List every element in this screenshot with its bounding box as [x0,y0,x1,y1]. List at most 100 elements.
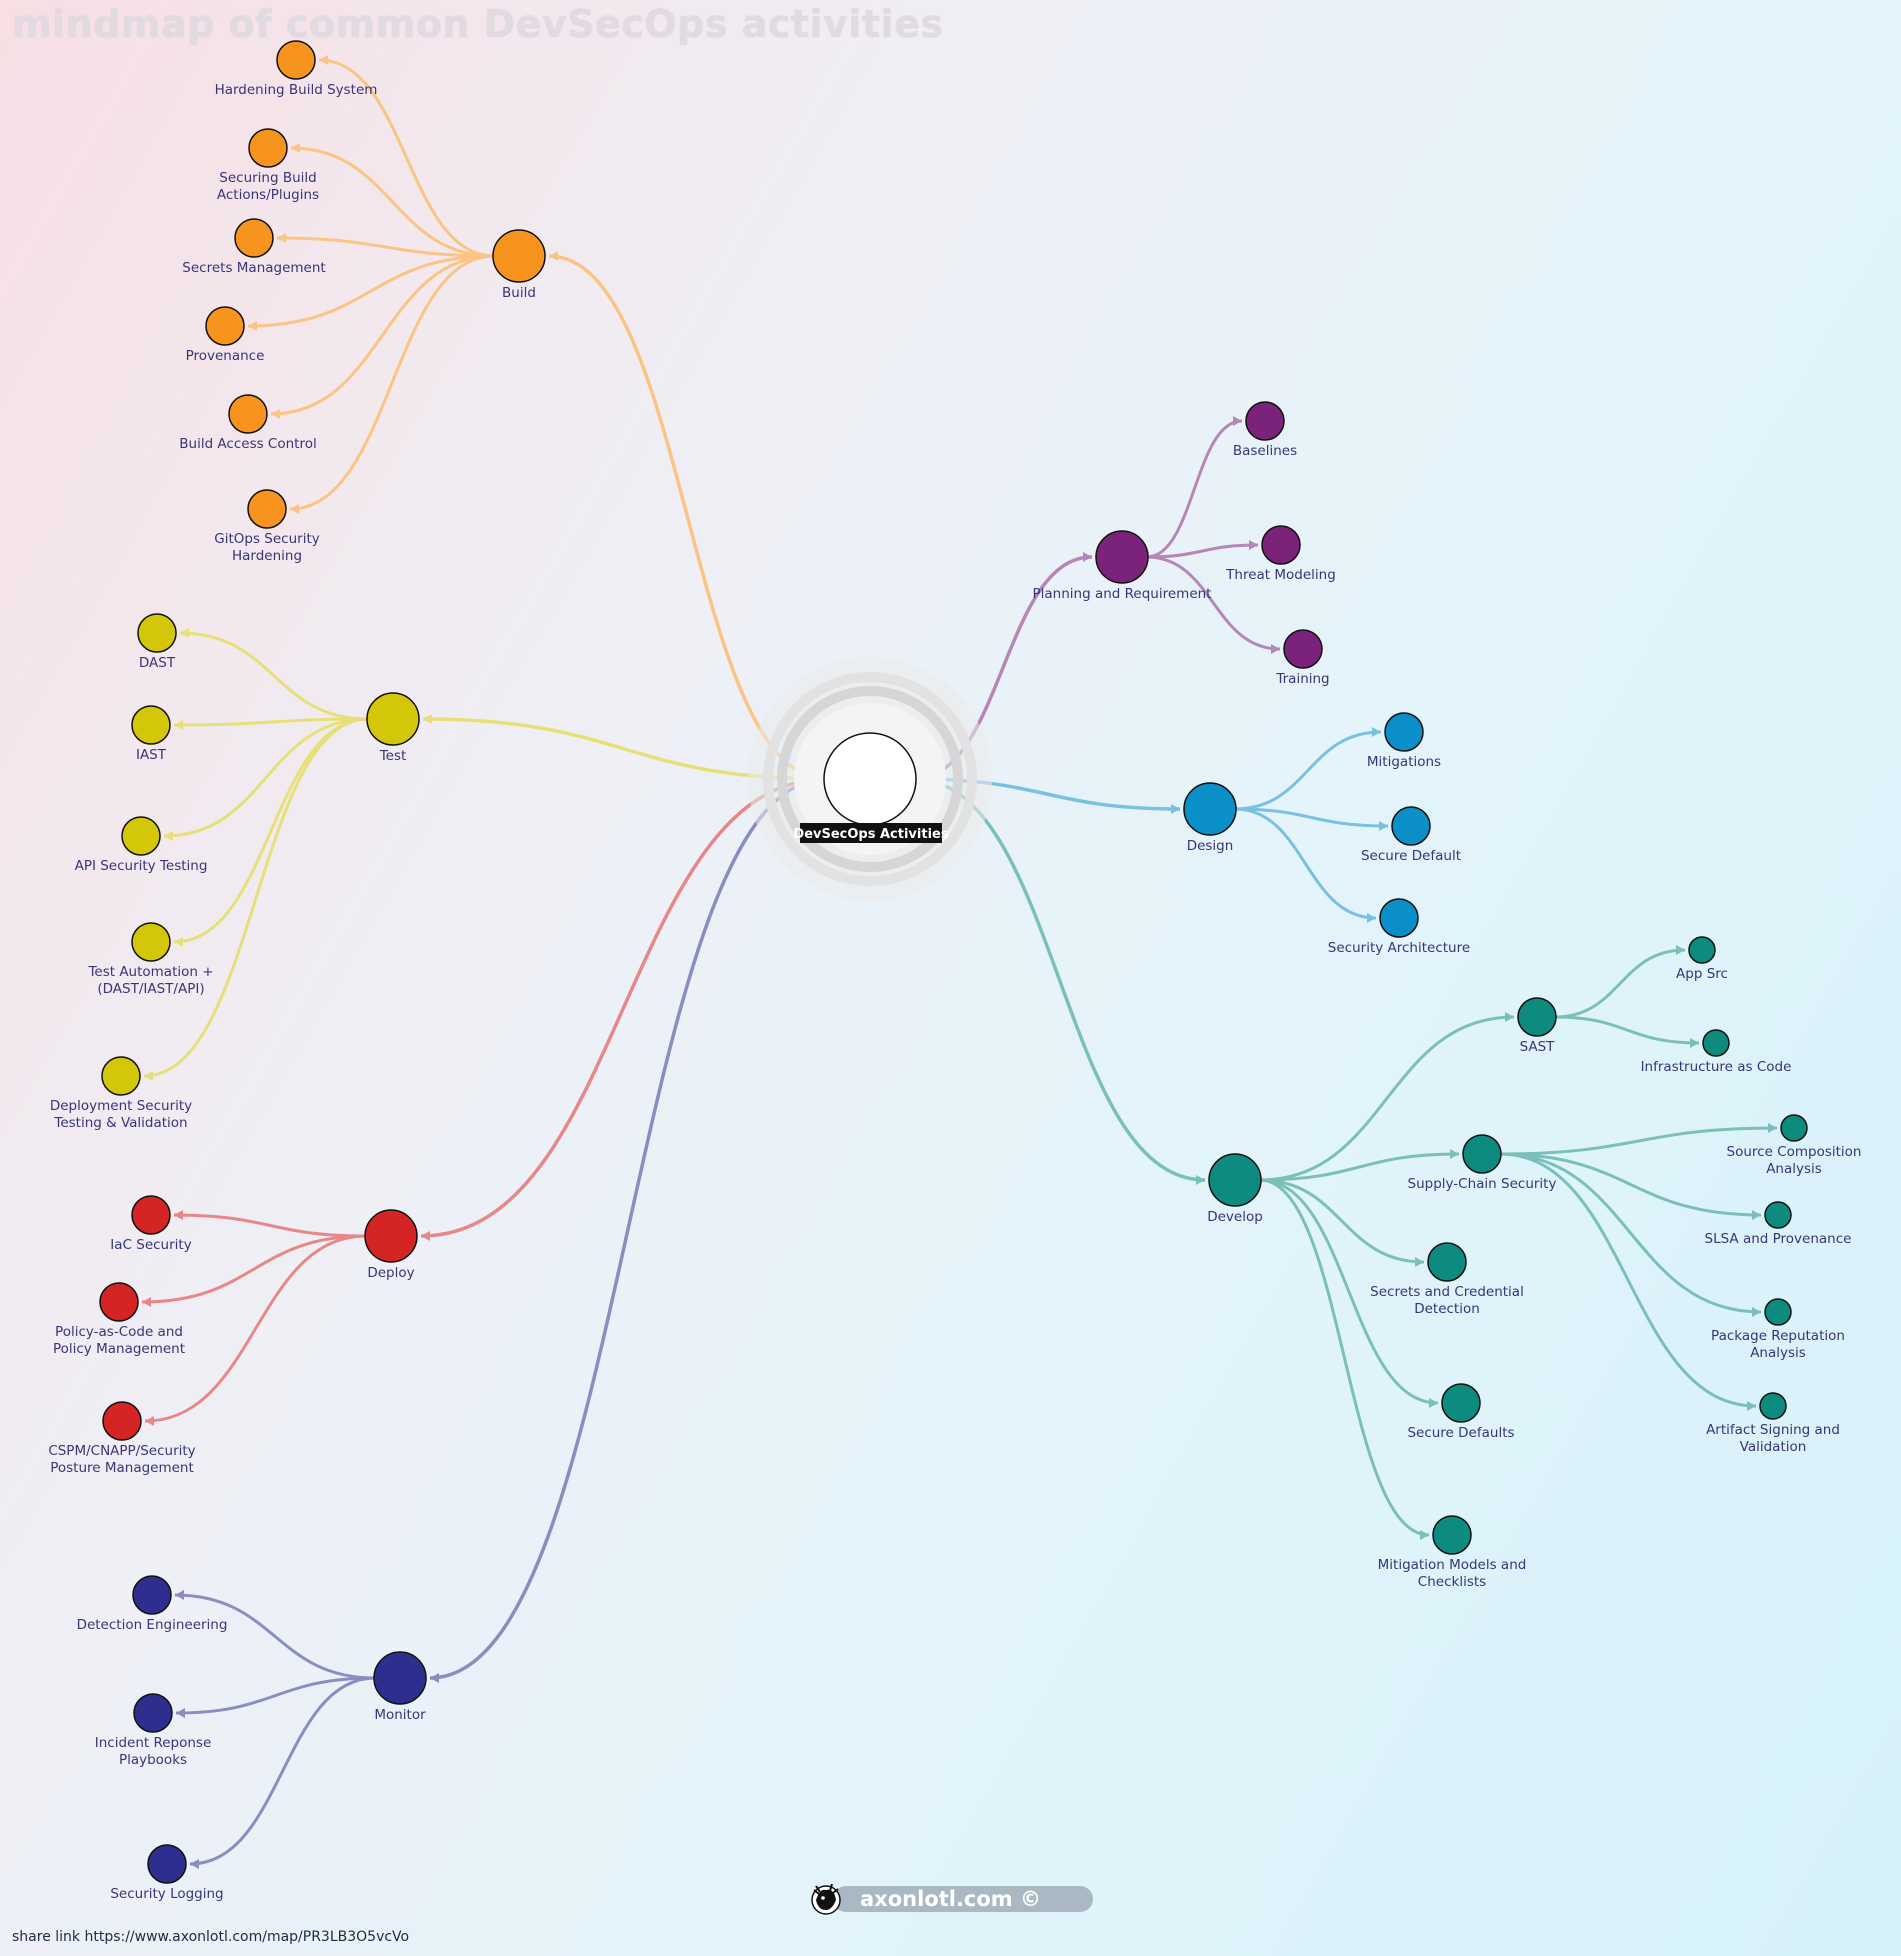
node-circle-g2[interactable] [1391,806,1431,846]
node-circle-m3[interactable] [147,1844,187,1884]
node-circle-t5[interactable] [101,1056,141,1096]
node-b4[interactable]: Provenance [186,306,265,364]
node-t4[interactable]: Test Automation +(DAST/IAST/API) [87,922,214,997]
node-circle-build[interactable] [492,229,546,283]
node-g2[interactable]: Secure Default [1361,806,1461,864]
node-circle-v1[interactable] [1427,1242,1467,1282]
node-circle-g3[interactable] [1379,898,1419,938]
node-circle-b6[interactable] [247,489,287,529]
edge-deploy-d2 [141,1234,367,1304]
node-circle-d1[interactable] [131,1195,171,1235]
node-g1[interactable]: Mitigations [1367,712,1441,770]
center-node[interactable] [823,732,917,826]
node-circle-d3[interactable] [102,1401,142,1441]
node-s2[interactable]: Infrastructure as Code [1641,1029,1792,1075]
node-d1[interactable]: IaC Security [110,1195,192,1253]
share-link[interactable]: share link https://www.axonlotl.com/map/… [12,1929,410,1945]
node-t3[interactable]: API Security Testing [75,816,208,874]
node-label-g1: Mitigations [1367,754,1441,770]
node-b5[interactable]: Build Access Control [179,394,317,452]
node-circle-b4[interactable] [205,306,245,346]
node-m1[interactable]: Detection Engineering [77,1575,228,1633]
node-circle-m2[interactable] [133,1693,173,1733]
node-g3[interactable]: Security Architecture [1328,898,1470,956]
node-circle-p2[interactable] [1261,525,1301,565]
node-label-b5: Build Access Control [179,436,317,452]
edge-arrow-b4 [248,321,257,331]
node-circle-s2[interactable] [1702,1029,1730,1057]
node-circle-u3[interactable] [1764,1298,1792,1326]
node-plan[interactable]: Planning and Requirement [1033,530,1212,602]
node-circle-plan[interactable] [1095,530,1149,584]
node-build[interactable]: Build [492,229,546,301]
node-circle-b3[interactable] [234,218,274,258]
node-label-supply: Supply-Chain Security [1408,1176,1557,1192]
node-monitor[interactable]: Monitor [373,1651,427,1723]
node-sast[interactable]: SAST [1517,997,1557,1055]
node-b3[interactable]: Secrets Management [182,218,326,276]
node-circle-d2[interactable] [99,1282,139,1322]
node-circle-test[interactable] [366,692,420,746]
node-test[interactable]: Test [366,692,420,764]
node-t1[interactable]: DAST [137,613,177,671]
edge-build-b6 [289,254,495,511]
node-deploy[interactable]: Deploy [364,1209,418,1281]
node-design[interactable]: Design [1183,782,1237,854]
node-develop[interactable]: Develop [1207,1153,1263,1225]
node-circle-u1[interactable] [1780,1114,1808,1142]
node-p3[interactable]: Training [1275,629,1330,687]
node-circle-m1[interactable] [132,1575,172,1615]
node-p2[interactable]: Threat Modeling [1225,525,1336,583]
brand-footer[interactable]: axonlotl.com © [808,1880,1098,1915]
edge-build-b2 [290,146,495,258]
node-v2[interactable]: Secure Defaults [1407,1383,1515,1441]
edge-test-t3 [163,717,369,838]
node-circle-t4[interactable] [131,922,171,962]
node-circle-monitor[interactable] [373,1651,427,1705]
edge-sast-s1 [1555,948,1686,1019]
node-m3[interactable]: Security Logging [110,1844,224,1902]
node-circle-v3[interactable] [1432,1515,1472,1555]
node-circle-b2[interactable] [248,128,288,168]
node-circle-b5[interactable] [228,394,268,434]
node-circle-develop[interactable] [1208,1153,1262,1207]
node-b1[interactable]: Hardening Build System [215,40,378,98]
node-circle-p3[interactable] [1283,629,1323,669]
node-circle-v2[interactable] [1441,1383,1481,1423]
node-label-u2: SLSA and Provenance [1705,1231,1852,1247]
edge-arrow-s1 [1676,945,1685,955]
node-p1[interactable]: Baselines [1233,401,1297,459]
node-u2[interactable]: SLSA and Provenance [1705,1201,1852,1247]
node-circle-b1[interactable] [276,40,316,80]
edge-arrow-b5 [271,409,280,419]
node-circle-sast[interactable] [1517,997,1557,1037]
node-circle-p1[interactable] [1245,401,1285,441]
node-circle-u4[interactable] [1759,1392,1787,1420]
node-supply[interactable]: Supply-Chain Security [1408,1134,1557,1192]
node-circle-t1[interactable] [137,613,177,653]
node-circle-design[interactable] [1183,782,1237,836]
node-circle-supply[interactable] [1462,1134,1502,1174]
node-circle-s1[interactable] [1688,936,1716,964]
edge-arrow-test [423,714,432,724]
node-circle-u2[interactable] [1764,1201,1792,1229]
node-circle-t2[interactable] [131,705,171,745]
node-t2[interactable]: IAST [131,705,171,763]
node-circle-t3[interactable] [121,816,161,856]
node-circle-deploy[interactable] [364,1209,418,1263]
node-s1[interactable]: App Src [1676,936,1728,982]
node-circle-g1[interactable] [1384,712,1424,752]
